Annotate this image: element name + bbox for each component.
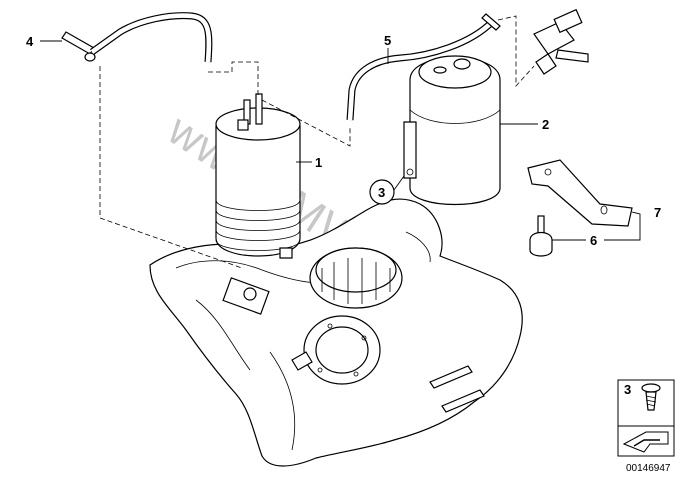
part-5-hose xyxy=(346,13,501,121)
callout-1: 1 xyxy=(315,155,322,170)
pressure-sensor xyxy=(533,8,589,75)
legend-item-label: 3 xyxy=(624,382,631,397)
callout-7: 7 xyxy=(654,205,661,220)
part-6-buffer xyxy=(529,215,553,257)
leader-lines xyxy=(40,40,641,241)
assembly-lines xyxy=(99,15,535,269)
fuel-tank xyxy=(149,198,523,467)
image-code: 00146947 xyxy=(626,463,671,474)
legend-box: 3 00146947 xyxy=(617,379,675,474)
part-7-bracket xyxy=(527,159,633,227)
part-1-carbon-canister xyxy=(215,93,301,259)
callout-2: 2 xyxy=(542,117,549,132)
screw-icon xyxy=(641,383,661,411)
direction-arrow-icon xyxy=(622,431,669,453)
callout-3-circle xyxy=(369,179,395,205)
callout-6: 6 xyxy=(590,233,597,248)
callout-4: 4 xyxy=(26,34,34,49)
part-4-hose xyxy=(61,12,213,63)
part-2-canister xyxy=(403,55,501,206)
callouts: 4 5 1 2 3 6 7 xyxy=(26,33,661,248)
callout-5: 5 xyxy=(384,33,391,48)
callout-3: 3 xyxy=(378,185,385,200)
